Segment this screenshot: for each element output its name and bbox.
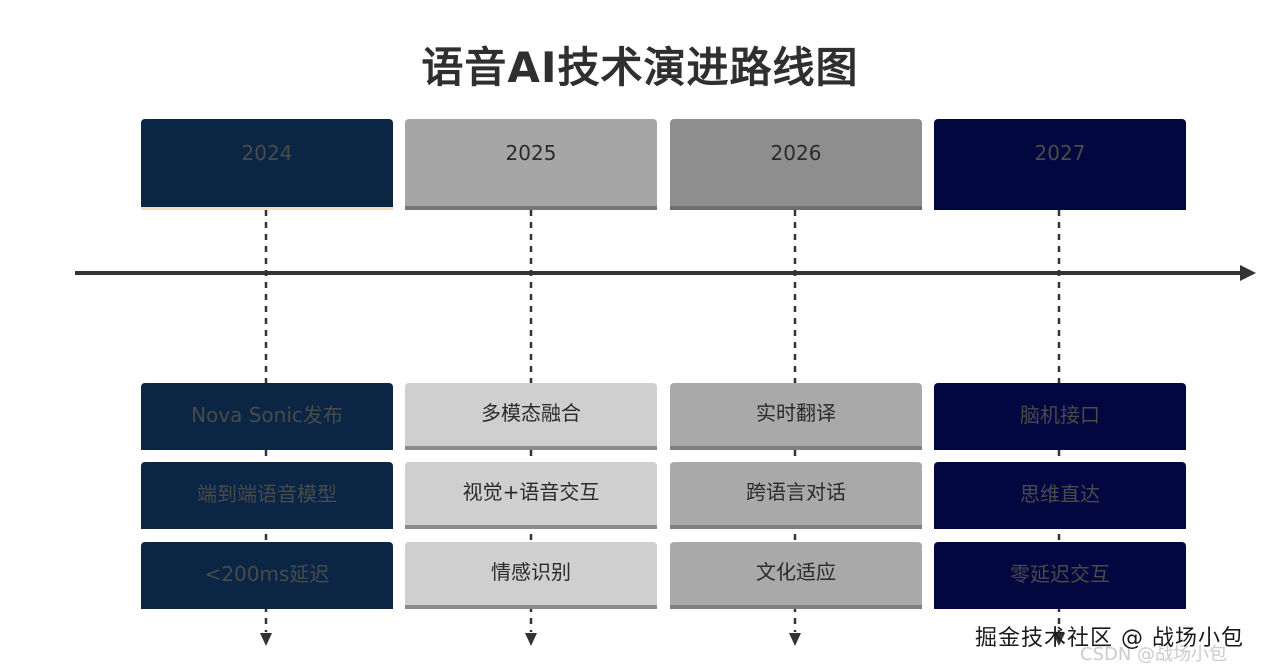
- milestone-label: 思维直达: [1020, 482, 1100, 506]
- year-box-2027: 2027: [934, 119, 1186, 210]
- connector-arrowhead-2026: [789, 633, 801, 646]
- column-2026: 2026 实时翻译 跨语言对话 文化适应: [670, 0, 922, 669]
- year-label: 2025: [505, 141, 557, 165]
- year-label: 2024: [241, 141, 293, 165]
- milestone-label: 情感识别: [491, 560, 571, 584]
- connector-arrowhead-2027: [1053, 633, 1065, 646]
- milestone-label: 视觉+语音交互: [462, 480, 600, 504]
- year-box-2024: 2024: [141, 119, 393, 210]
- milestone-label: 实时翻译: [756, 401, 836, 425]
- timeline-axis-arrowhead: [1240, 265, 1256, 281]
- milestone-label: 端到端语音模型: [197, 482, 337, 506]
- milestone-box: 零延迟交互: [934, 542, 1186, 609]
- milestone-box: 情感识别: [405, 542, 657, 609]
- watermark-secondary: CSDN @战场小包: [1080, 644, 1228, 665]
- milestone-box: 文化适应: [670, 542, 922, 609]
- milestone-box: 多模态融合: [405, 383, 657, 450]
- page-title: 语音AI技术演进路线图: [421, 43, 859, 92]
- column-2027: 2027 脑机接口 思维直达 零延迟交互: [934, 0, 1186, 669]
- milestone-box: Nova Sonic发布: [141, 383, 393, 450]
- milestone-label: <200ms延迟: [204, 562, 330, 586]
- milestone-label: Nova Sonic发布: [191, 403, 343, 427]
- milestone-label: 跨语言对话: [746, 480, 846, 504]
- year-label: 2026: [770, 141, 822, 165]
- column-2025: 2025 多模态融合 视觉+语音交互 情感识别: [405, 0, 657, 669]
- connector-arrowhead-2024: [260, 633, 272, 646]
- milestone-box: 跨语言对话: [670, 462, 922, 529]
- year-label: 2027: [1034, 141, 1086, 165]
- connector-arrowhead-2025: [525, 633, 537, 646]
- milestone-box: 实时翻译: [670, 383, 922, 450]
- milestone-box: 脑机接口: [934, 383, 1186, 450]
- milestone-label: 零延迟交互: [1010, 562, 1110, 586]
- milestone-box: 视觉+语音交互: [405, 462, 657, 529]
- milestone-box: <200ms延迟: [141, 542, 393, 609]
- year-box-2026: 2026: [670, 119, 922, 210]
- milestone-label: 文化适应: [756, 560, 836, 584]
- milestone-box: 思维直达: [934, 462, 1186, 529]
- milestone-box: 端到端语音模型: [141, 462, 393, 529]
- year-box-2025: 2025: [405, 119, 657, 210]
- milestone-label: 脑机接口: [1020, 403, 1100, 427]
- watermark-primary: 掘金技术社区 @ 战场小包: [975, 626, 1244, 651]
- milestone-label: 多模态融合: [481, 401, 581, 425]
- column-2024: 2024 Nova Sonic发布 端到端语音模型 <200ms延迟: [141, 0, 393, 669]
